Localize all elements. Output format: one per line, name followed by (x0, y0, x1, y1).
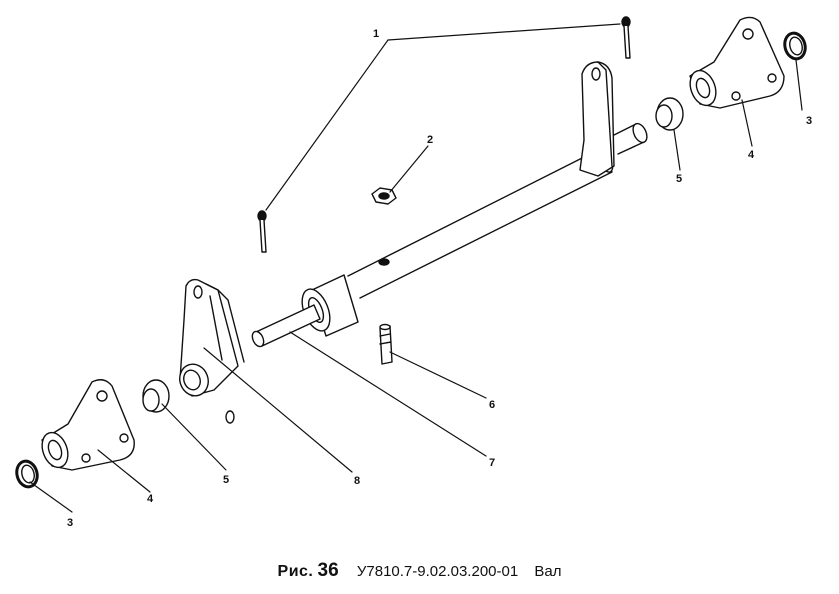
caption-number: 36 (317, 560, 339, 581)
part-name: Вал (534, 563, 562, 580)
figure-caption: Рис. 36 У7810.7-9.02.03.200-01 Вал (0, 560, 839, 582)
bolt-top (621, 16, 631, 59)
lever-right (579, 61, 615, 177)
callout-7: 7 (489, 457, 495, 469)
ring-right (783, 31, 807, 61)
callout-6: 6 (489, 399, 495, 411)
part-code: У7810.7-9.02.03.200-01 (356, 563, 519, 580)
stud (379, 323, 393, 365)
callout-8: 8 (354, 475, 360, 487)
bracket-left (41, 379, 135, 471)
lever-left (179, 278, 245, 424)
bolt-left (257, 210, 267, 253)
callout-3-left: 3 (67, 517, 73, 529)
shaft (251, 122, 648, 348)
callout-2: 2 (427, 134, 433, 146)
callout-4-right: 4 (748, 149, 755, 161)
callout-4-left: 4 (147, 493, 154, 505)
callout-5-left: 5 (223, 474, 229, 486)
bushing-right (655, 97, 684, 131)
nut (371, 187, 397, 205)
callout-labels: 1 2 3 3 4 4 5 5 6 7 8 (67, 28, 812, 529)
callout-1: 1 (373, 28, 379, 40)
leader-lines (29, 23, 803, 513)
callout-3-right: 3 (806, 115, 812, 127)
callout-5-right: 5 (676, 173, 682, 185)
bracket-right (689, 16, 785, 109)
ring-left (15, 459, 39, 489)
caption-prefix: Рис. (277, 563, 314, 580)
